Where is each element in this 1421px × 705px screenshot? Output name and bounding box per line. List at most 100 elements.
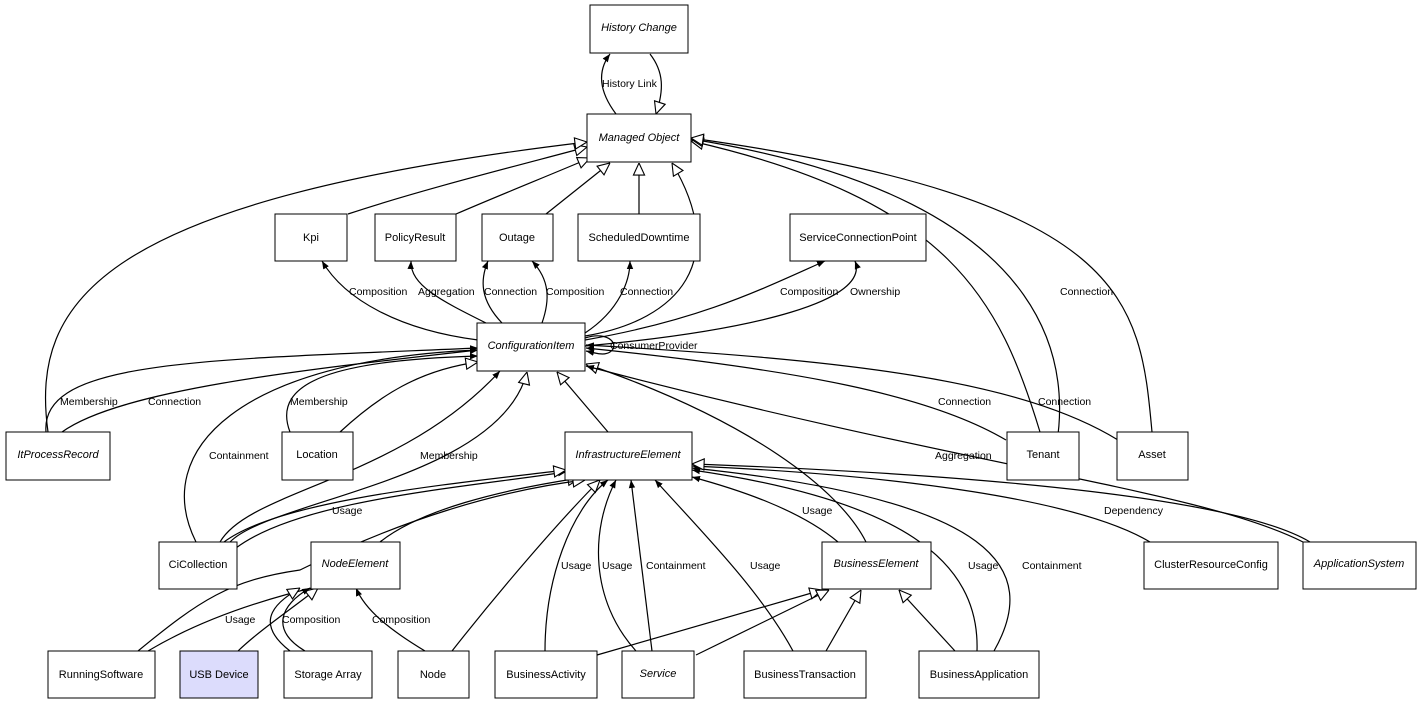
node-configuration-item[interactable]: ConfigurationItem — [476, 322, 586, 372]
edge-activity-infra-usage — [544, 479, 609, 652]
node-ci-collection[interactable]: CiCollection — [158, 541, 238, 590]
edge-service-infra-containment — [628, 479, 653, 652]
node-business-application[interactable]: BusinessApplication — [918, 650, 1040, 699]
label-asset-mo-connection: Connection — [1060, 286, 1113, 298]
node-tenant[interactable]: Tenant — [1006, 431, 1080, 481]
edge-cluster-infra-dependency — [691, 463, 1151, 543]
edge-cicollection-infra-usage — [235, 470, 567, 549]
node-business-activity-label: BusinessActivity — [506, 669, 586, 681]
label-scp-composition: Composition — [780, 286, 839, 298]
node-service-connection-point[interactable]: ServiceConnectionPoint — [789, 213, 927, 262]
node-policy-result[interactable]: PolicyResult — [374, 213, 457, 262]
node-service-connection-point-label: ServiceConnectionPoint — [799, 232, 916, 244]
node-managed-object-label: Managed Object — [599, 132, 681, 144]
node-usb-device-label: USB Device — [189, 669, 248, 681]
edge-infra-ci-generalization — [557, 372, 609, 433]
edge-tenant-to-managed-object — [691, 141, 1041, 433]
label-application-usage: Usage — [968, 560, 999, 572]
label-transaction-usage: Usage — [750, 560, 781, 572]
edge-history-link-up — [601, 53, 617, 115]
edge-appsystem-infra — [692, 464, 1311, 543]
node-managed-object[interactable]: Managed Object — [586, 113, 692, 163]
node-running-software-label: RunningSoftware — [59, 669, 143, 681]
edge-service-infra-usage — [597, 479, 637, 652]
label-dependency: Dependency — [1104, 505, 1164, 517]
node-business-element[interactable]: BusinessElement — [821, 541, 932, 590]
node-business-transaction-label: BusinessTransaction — [754, 669, 856, 681]
edge-node-nodeelement-composition — [355, 587, 426, 652]
edge-location-ci-membership — [286, 353, 479, 433]
edge-transaction-infra-usage — [654, 479, 794, 652]
label-consumer-provider: ConsumerProvider — [610, 340, 698, 352]
node-service[interactable]: Service — [621, 650, 695, 699]
edge-storage-node-composition — [282, 587, 311, 652]
edge-transaction-business — [825, 590, 861, 652]
node-history-change-label: History Change — [601, 22, 677, 34]
edge-location-ci — [339, 362, 478, 433]
node-storage-array-label: Storage Array — [294, 669, 362, 681]
edge-kpi-to-managed-object — [347, 147, 587, 215]
label-outage-connection: Connection — [484, 286, 537, 298]
node-business-application-label: BusinessApplication — [930, 669, 1028, 681]
nodes: History Change Managed Object Kpi Policy… — [5, 4, 1417, 699]
edge-ci-to-managed-object — [584, 163, 698, 337]
node-history-change[interactable]: History Change — [589, 4, 689, 54]
edge-outage-to-managed-object — [545, 163, 610, 215]
edge-history-generalization — [649, 53, 661, 114]
node-application-system[interactable]: ApplicationSystem — [1302, 541, 1417, 590]
node-infrastructure-element[interactable]: InfrastructureElement — [564, 431, 693, 481]
node-business-activity[interactable]: BusinessActivity — [494, 650, 598, 699]
node-asset[interactable]: Asset — [1116, 431, 1189, 481]
label-asset-connection: Connection — [1038, 396, 1091, 408]
edge-policy-to-managed-object — [455, 158, 590, 215]
node-application-system-label: ApplicationSystem — [1313, 558, 1405, 570]
node-node-element[interactable]: NodeElement — [310, 541, 401, 590]
label-cicollection-containment: Containment — [209, 450, 269, 462]
edge-itpr-to-managed-object — [45, 142, 587, 433]
label-aggregation: Aggregation — [935, 450, 992, 462]
edge-ci-scp-ownership — [584, 260, 861, 347]
edge-node-infra — [451, 480, 600, 652]
edge-ci-consumer-provider — [584, 335, 615, 356]
edge-business-infra-usage — [691, 476, 839, 543]
edge-tenant-ci-connection — [585, 345, 1007, 441]
node-node[interactable]: Node — [397, 650, 470, 699]
node-node-element-label: NodeElement — [322, 558, 390, 570]
label-storage-composition: Composition — [282, 614, 341, 626]
node-running-software[interactable]: RunningSoftware — [47, 650, 156, 699]
label-node-composition: Composition — [372, 614, 431, 626]
edge-itpr-ci-connection — [61, 347, 479, 433]
edge-cicollection-infra-usage-2 — [223, 470, 566, 543]
label-downtime-connection: Connection — [620, 286, 673, 298]
edge-itpr-ci-membership — [45, 345, 479, 433]
node-business-transaction[interactable]: BusinessTransaction — [743, 650, 867, 699]
node-kpi[interactable]: Kpi — [274, 213, 348, 262]
label-application-containment: Containment — [1022, 560, 1082, 572]
edge-ci-outage-connection — [481, 260, 503, 324]
label-itpr-connection: Connection — [148, 396, 201, 408]
node-scheduled-downtime-label: ScheduledDowntime — [589, 232, 690, 244]
edge-nodeelement-infra — [379, 478, 580, 543]
node-storage-array[interactable]: Storage Array — [283, 650, 373, 699]
node-it-process-record[interactable]: ItProcessRecord — [5, 431, 111, 481]
node-outage[interactable]: Outage — [481, 213, 554, 262]
node-infrastructure-element-label: InfrastructureElement — [575, 449, 681, 461]
label-tenant-connection: Connection — [938, 396, 991, 408]
node-location-label: Location — [296, 449, 338, 461]
node-scheduled-downtime[interactable]: ScheduledDowntime — [577, 213, 701, 262]
label-scp-ownership: Ownership — [850, 286, 900, 298]
node-cluster-resource-config[interactable]: ClusterResourceConfig — [1143, 541, 1279, 590]
node-outage-label: Outage — [499, 232, 535, 244]
edge-application-infra-usage — [691, 467, 978, 652]
label-running-usage: Usage — [225, 614, 256, 626]
node-location[interactable]: Location — [281, 431, 354, 481]
label-service-usage: Usage — [602, 560, 633, 572]
edge-ci-policy-aggregation — [407, 260, 487, 324]
node-usb-device[interactable]: USB Device — [179, 650, 259, 699]
label-history-link: History Link — [602, 78, 658, 90]
label-kpi-composition: Composition — [349, 286, 408, 298]
label-outage-composition: Composition — [546, 286, 605, 298]
edge-application-business — [899, 590, 956, 652]
node-node-label: Node — [420, 669, 446, 681]
